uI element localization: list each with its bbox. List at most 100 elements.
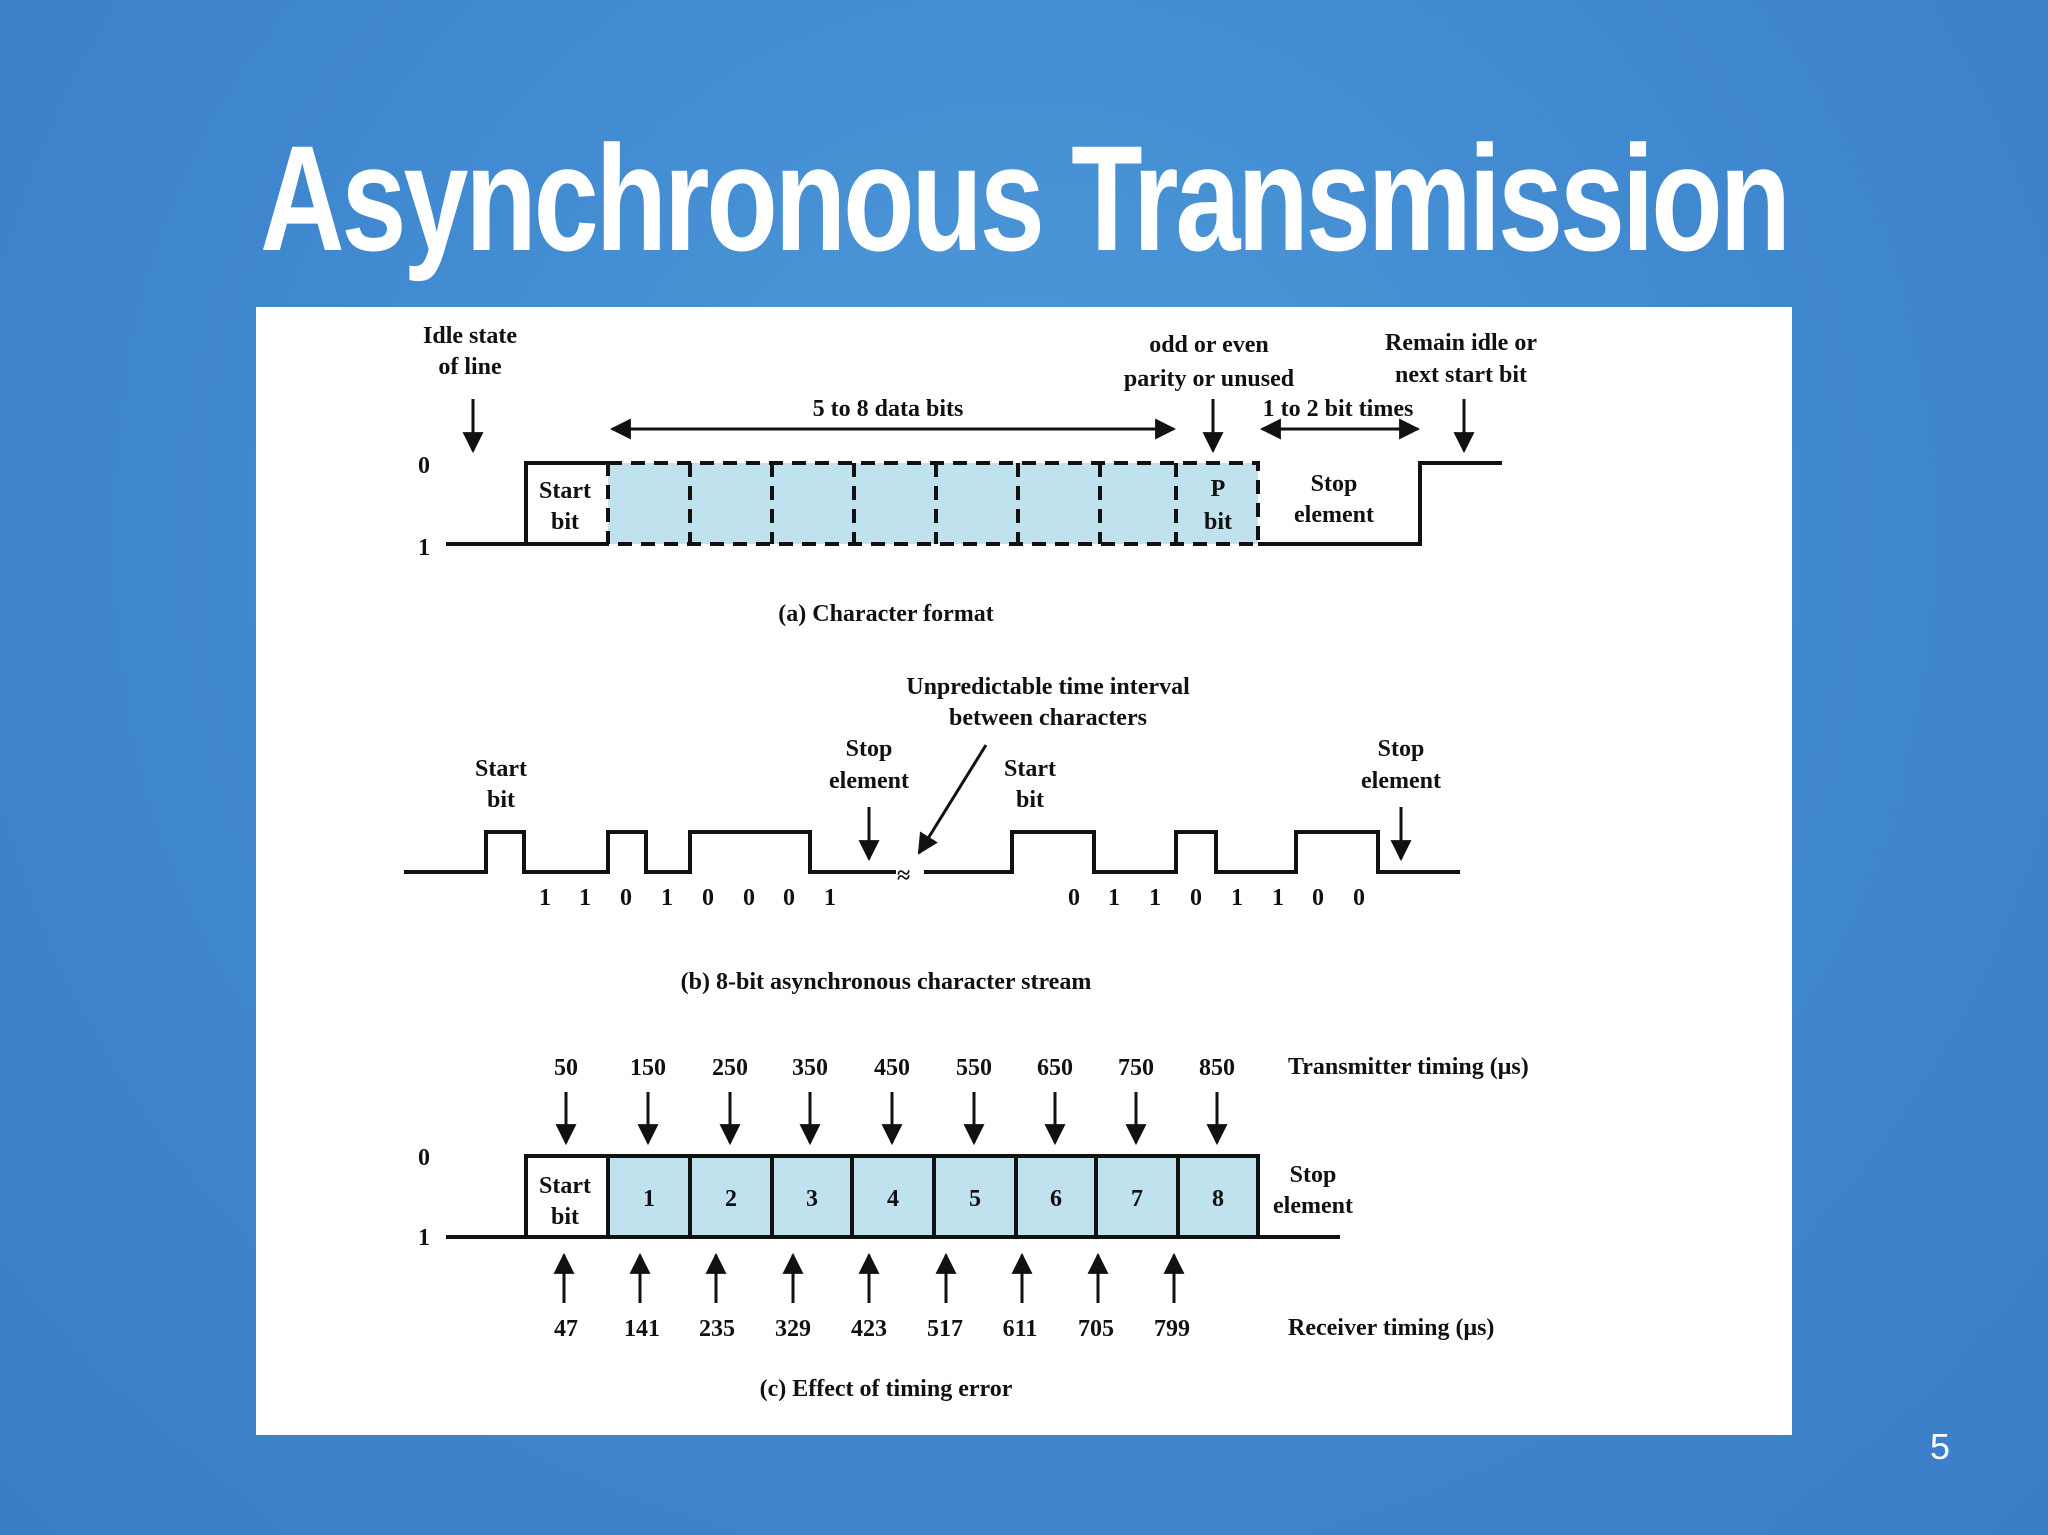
bit-value: 1 [1149,885,1161,911]
rx-time: 799 [1154,1316,1190,1342]
start-bit-label-c: Start [539,1173,591,1199]
receiver-timing-label: Receiver timing (μs) [1288,1315,1494,1341]
receiver-times: 47 141 235 329 423 517 611 705 799 [554,1316,1190,1342]
rx-time: 141 [624,1316,660,1342]
p-bit-label: P [1211,476,1226,502]
panel-c-timing-error: 50 150 250 350 450 550 650 750 850 Trans… [418,1054,1529,1402]
bit-numbers: 1 2 3 4 5 6 7 8 [643,1186,1224,1212]
remain-idle-label-2: next start bit [1395,362,1527,388]
bit-number: 1 [643,1186,655,1212]
start2-label: Start [1004,756,1056,782]
start1-label: Start [475,756,527,782]
bits-char2: 0 1 1 0 1 1 0 0 [1068,885,1365,911]
bit-number: 4 [887,1186,899,1212]
rx-time: 235 [699,1316,735,1342]
tx-time: 750 [1118,1055,1154,1081]
bit-value: 0 [1312,885,1324,911]
interval-label-2: between characters [949,705,1147,731]
bit-value: 0 [1190,885,1202,911]
tx-time: 550 [956,1055,992,1081]
stop2-label: Stop [1378,736,1425,762]
level-0-label: 0 [418,453,430,479]
bit-value: 1 [1108,885,1120,911]
parity-label-2: parity or unused [1124,366,1295,392]
bit-value: 0 [1353,885,1365,911]
bit-number: 3 [806,1186,818,1212]
tx-time: 150 [630,1055,666,1081]
rx-time: 329 [775,1316,811,1342]
data-bit-dividers [688,463,1178,544]
rx-time: 47 [554,1316,578,1342]
parity-label: odd or even [1149,332,1269,358]
transmitter-timing-label: Transmitter timing (μs) [1288,1054,1529,1080]
bit-value: 1 [579,885,591,911]
idle-start-waveform [446,461,608,546]
rx-time: 517 [927,1316,963,1342]
time-break-symbol: ≈ [897,863,910,889]
bit-value: 1 [1272,885,1284,911]
bits-char1: 1 1 0 1 0 0 0 1 [539,885,836,911]
stop1-label: Stop [846,736,893,762]
bit-value: 1 [539,885,551,911]
panel-b-character-stream: Unpredictable time interval between char… [404,674,1460,995]
data-bits-label: 5 to 8 data bits [813,396,964,422]
bit-value: 0 [702,885,714,911]
stop-element-label-c: Stop [1290,1162,1337,1188]
stop2-label-2: element [1361,768,1441,794]
receiver-arrows [553,1252,1185,1303]
start2-label-2: bit [1016,787,1044,813]
rx-time: 705 [1078,1316,1114,1342]
rx-time: 611 [1003,1316,1038,1342]
remain-idle-label: Remain idle or [1385,330,1537,356]
tx-time: 850 [1199,1055,1235,1081]
transmitter-times: 50 150 250 350 450 550 650 750 850 [554,1055,1235,1081]
slide-title: Asynchronous Transmission [260,114,1791,282]
bit-value: 0 [620,885,632,911]
diagram-svg: Idle state of line 0 1 Start bit 5 to 8 … [404,323,1537,1402]
panel-a-character-format: Idle state of line 0 1 Start bit 5 to 8 … [418,323,1537,627]
page-number: 5 [1929,1426,1951,1467]
bit-value: 1 [824,885,836,911]
level-1-label: 1 [418,535,430,561]
tx-time: 650 [1037,1055,1073,1081]
stream-waveform-char1 [404,830,896,874]
transmitter-arrows [555,1092,1228,1146]
stop-duration-label: 1 to 2 bit times [1263,396,1414,422]
start1-label-2: bit [487,787,515,813]
bit-number: 2 [725,1186,737,1212]
bit-number: 8 [1212,1186,1224,1212]
tx-time: 350 [792,1055,828,1081]
data-bits-shading [608,463,1258,544]
stop-waveform [1258,461,1502,546]
start-bit-label: Start [539,478,591,504]
bit-number: 5 [969,1186,981,1212]
idle-state-label-2: of line [438,354,502,380]
tx-time: 250 [712,1055,748,1081]
async-transmission-diagram: Idle state of line 0 1 Start bit 5 to 8 … [256,307,1792,1435]
data-bits-dashed-border [606,461,1260,546]
bit-value: 0 [783,885,795,911]
bit-number: 7 [1131,1186,1143,1212]
tx-time: 450 [874,1055,910,1081]
level-1-label-c: 1 [418,1225,430,1251]
rx-time: 423 [851,1316,887,1342]
interval-arrow [917,744,988,855]
caption-c: (c) Effect of timing error [760,1376,1013,1402]
bit-value: 1 [1231,885,1243,911]
interval-label: Unpredictable time interval [906,674,1190,700]
stream-waveform-char2 [924,830,1460,874]
p-bit-label-2: bit [1204,509,1232,535]
stop-element-label: Stop [1311,471,1358,497]
bit-value: 0 [1068,885,1080,911]
tx-time: 50 [554,1055,578,1081]
level-0-label-c: 0 [418,1145,430,1171]
caption-b: (b) 8-bit asynchronous character stream [681,969,1092,995]
stop-element-label-2: element [1294,502,1374,528]
start-bit-label-2: bit [551,509,579,535]
stop1-label-2: element [829,768,909,794]
stop-element-label-c-2: element [1273,1193,1353,1219]
idle-state-label: Idle state [423,323,517,349]
start-bit-label-c-2: bit [551,1204,579,1230]
caption-a: (a) Character format [778,601,993,627]
bit-value: 0 [743,885,755,911]
